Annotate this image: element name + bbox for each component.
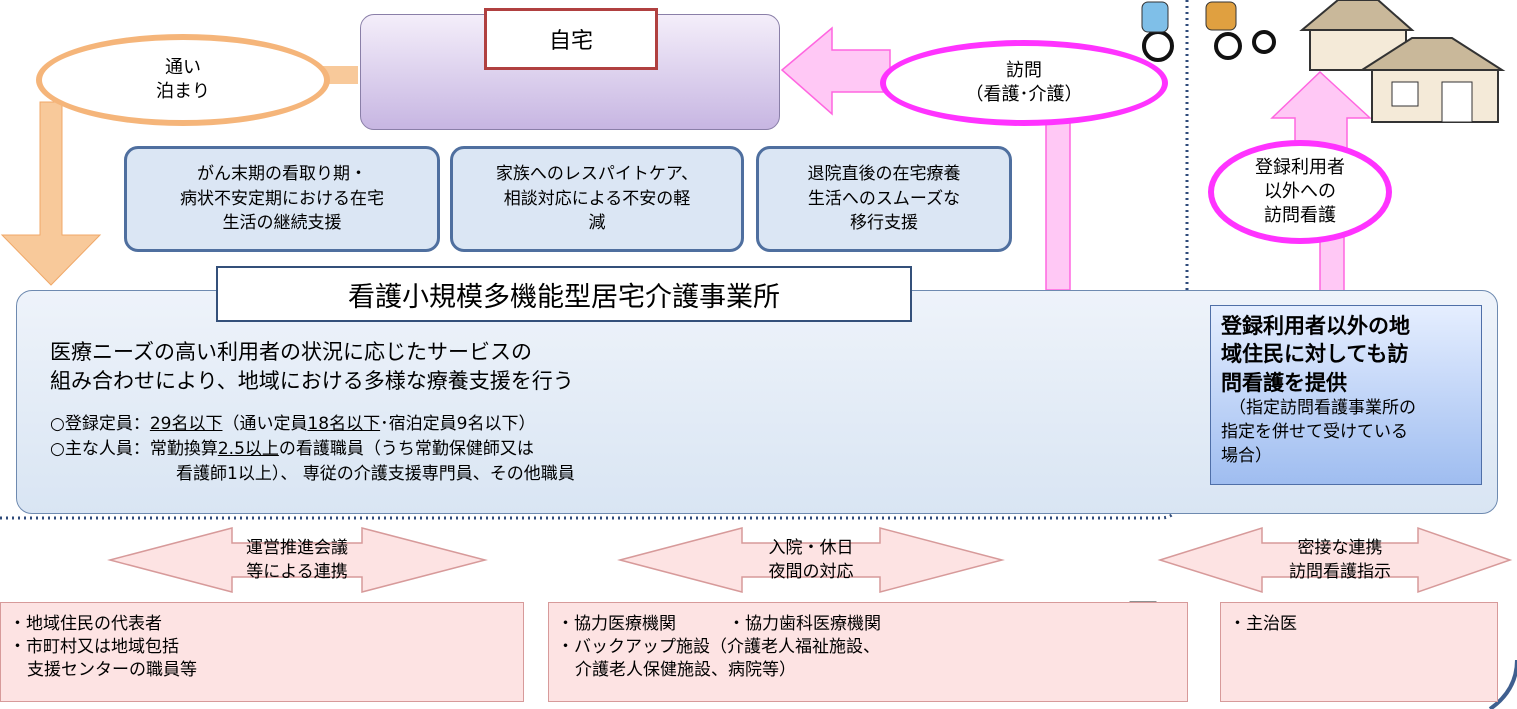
arrow-label-council: 運営推進会議 等による連携 [230,538,364,584]
side-big-line1: 登録利用者以外の地 [1221,314,1410,338]
medical-item1a: ・協力医療機関 [557,614,676,634]
capacity-line: ○登録定員：29名以下（通い定員18名以下･宿泊定員9名以下） [50,412,535,437]
feature-3-line2: 生活へのスムーズな [807,188,961,209]
registered-line2: 以外への [1264,180,1336,202]
capacity-mid: （通い定員 [222,414,308,434]
lead-line1: 医療ニーズの高い利用者の状況に応じたサービスの [50,340,532,364]
medical-item1b: ・協力歯科医療機関 [728,614,881,634]
commute-line1: 通い [165,56,201,78]
medical-item3: 介護老人保健施設、病院等） [575,659,796,680]
bottom-box-community: ・地域住民の代表者 ・市町村又は地域包括 支援センターの職員等 [0,602,524,702]
registered-line3: 訪問看護 [1264,205,1336,227]
dotted-separator-horizontal [0,504,1180,520]
wheelchair-illustration [1141,1,1276,62]
double-arrow-left [107,527,488,593]
arrow-council-line1: 運営推進会議 [246,538,348,559]
feature-3-line3: 移行支援 [850,213,918,234]
feature-2-line2: 相談対応による不安の軽 [503,188,691,209]
feature-box-terminal-care: がん末期の看取り期・ 病状不安定期における在宅 生活の継続支援 [124,146,440,252]
registered-visit-oval: 登録利用者 以外への 訪問看護 [1208,140,1392,244]
staff-prefix: ○主な人員：常勤換算 [50,439,218,459]
facility-title: 看護小規模多機能型居宅介護事業所 [216,266,912,322]
facility-lead: 医療ニーズの高い利用者の状況に応じたサービスの 組み合わせにより、地域における多… [50,338,574,397]
registered-line1: 登録利用者 [1255,156,1345,178]
arrow-hospital-line1: 入院・休日 [768,538,854,559]
visit-line1: 訪問 [1006,59,1042,81]
commute-line2: 泊まり [156,81,210,102]
home-label: 自宅 [484,8,658,70]
community-item1: ・地域住民の代表者 [9,614,162,634]
feature-2-line1: 家族へのレスパイトケア、 [495,164,699,185]
bottom-box-physician: ・主治医 [1220,602,1498,702]
side-small-line2: 指定を併せて受けている [1221,421,1408,442]
houses-illustration [1299,0,1506,123]
feature-3-line1: 退院直後の在宅療養 [807,164,961,185]
staff-fte: 2.5以上 [217,439,279,459]
feature-2-line3: 減 [588,213,606,234]
community-item2: ・市町村又は地域包括 [9,636,179,657]
side-big-line3: 問看護を提供 [1221,370,1347,395]
community-visit-panel: 登録利用者以外の地 域住民に対しても訪 問看護を提供 （指定訪問看護事業所の 指… [1210,305,1482,485]
arrow-council-line2: 等による連携 [246,562,348,582]
side-small-line1: （指定訪問看護事業所の [1229,398,1416,419]
visit-oval: 訪問 （看護･介護） [880,40,1168,126]
capacity-commute: 18名以下 [307,414,381,434]
lead-line2: 組み合わせにより、地域における多様な療養支援を行う [50,369,574,394]
double-arrow-right [1157,526,1513,594]
visit-line2: （看護･介護） [965,84,1083,105]
capacity-prefix: ○登録定員： [50,414,150,434]
arrow-doctor-line2: 訪問看護指示 [1289,562,1391,582]
staff-suffix: の看護職員（うち常勤保健師又は [278,439,534,459]
feature-box-respite-care: 家族へのレスパイトケア、 相談対応による不安の軽 減 [450,146,744,252]
medical-item2: ・バックアップ施設（介護老人福祉施設、 [557,636,880,657]
arrow-doctor-line1: 密接な連携 [1297,538,1383,559]
double-arrow-mid [617,527,1005,593]
commute-stay-oval: 通い 泊まり [36,34,330,126]
feature-1-line3: 生活の継続支援 [222,213,342,234]
capacity-total: 29名以下 [149,414,223,434]
medical-item1: ・協力医療機関 ・協力歯科医療機関 [557,613,1179,636]
side-big-line2: 域住民に対しても訪 [1221,342,1409,367]
staff-line2: 看護師1以上）、 専従の介護支援専門員、その他職員 [176,464,575,484]
bottom-box-medical: ・協力医療機関 ・協力歯科医療機関 ・バックアップ施設（介護老人福祉施設、 介護老… [548,602,1188,702]
arrow-label-hospital: 入院・休日 夜間の対応 [740,538,882,584]
community-item3: 支援センターの職員等 [27,659,197,680]
physician-item1: ・主治医 [1229,614,1297,634]
arrow-label-doctor: 密接な連携 訪問看護指示 [1260,538,1420,584]
side-small-line3: 場合） [1221,445,1272,466]
feature-1-line2: 病状不安定期における在宅 [180,188,384,209]
staff-line1: ○主な人員：常勤換算2.5以上の看護職員（うち常勤保健師又は [50,437,534,462]
feature-1-line1: がん末期の看取り期・ [197,164,367,185]
arrow-hospital-line2: 夜間の対応 [768,562,854,582]
capacity-suffix: ･宿泊定員9名以下） [380,414,536,434]
feature-box-discharge-support: 退院直後の在宅療養 生活へのスムーズな 移行支援 [756,146,1012,252]
